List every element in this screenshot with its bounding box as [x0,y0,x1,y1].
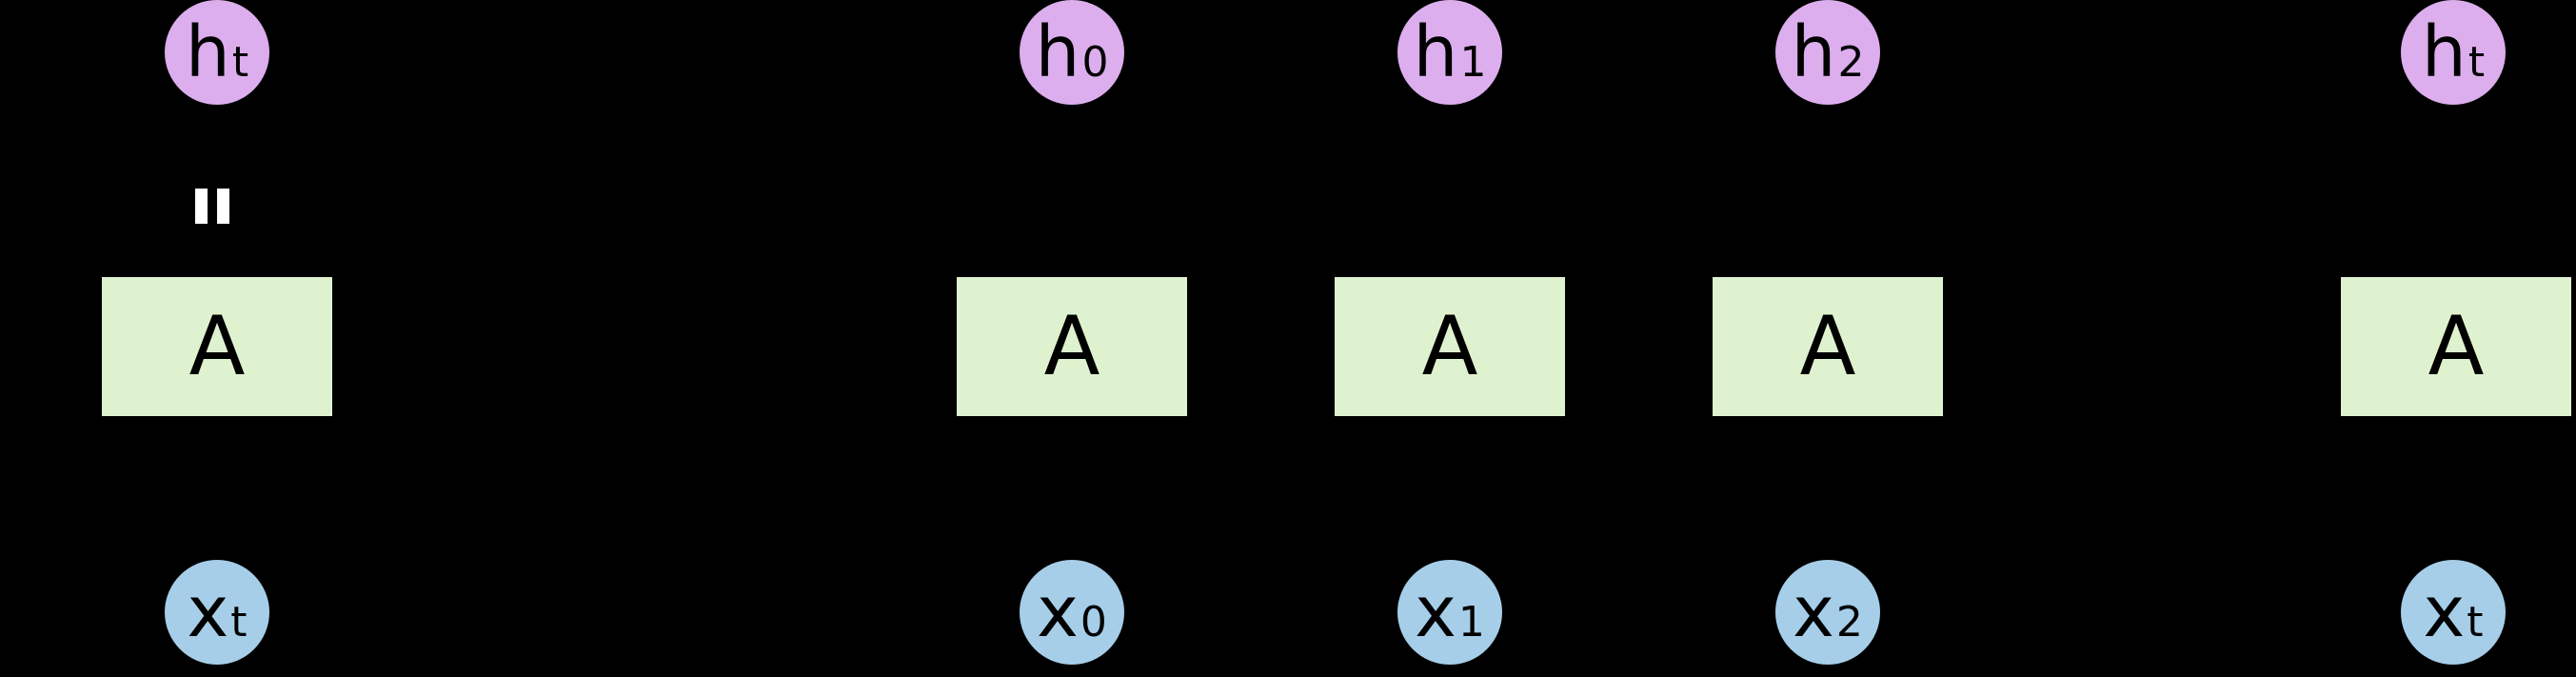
input-subscript-step1: 1 [1457,598,1485,647]
rnn-cell-label-step2: A [1799,299,1856,394]
rnn-cell-step0[interactable]: A [957,277,1187,416]
rnn-cell-label-stepT: A [2427,299,2485,394]
rnn-cell-step2[interactable]: A [1713,277,1943,416]
rnn-cell-step1[interactable]: A [1335,277,1565,416]
rnn-cell-label-folded: A [188,299,246,394]
input-subscript-stepT: t [2467,598,2484,647]
rnn-cell-label-step0: A [1043,299,1100,394]
hidden-state-subscript-stepT: t [2467,38,2486,87]
input-label-folded: x [187,571,229,653]
input-label-step1: x [1415,571,1456,653]
input-subscript-folded: t [230,598,248,647]
equality-marker [195,189,229,224]
rnn-cell-label-step1: A [1421,299,1478,394]
hidden-state-subscript-step1: 1 [1459,38,1487,87]
input-subscript-step0: 0 [1080,598,1107,647]
input-label-step0: x [1037,571,1079,653]
equality-bar-left [195,189,208,224]
hidden-state-label-step0: h [1035,11,1080,93]
input-label-step2: x [1793,571,1834,653]
rnn-cell-folded[interactable]: A [102,277,332,416]
hidden-state-label-step2: h [1791,11,1836,93]
rnn-cell-stepT[interactable]: A [2341,277,2571,416]
hidden-state-subscript-folded: t [231,38,249,87]
hidden-state-label-step1: h [1413,11,1458,93]
hidden-state-subscript-step2: 2 [1837,38,1865,87]
hidden-state-label-stepT: h [2421,11,2467,93]
input-label-stepT: x [2423,571,2466,653]
input-subscript-step2: 2 [1835,598,1863,647]
equality-bar-right [217,189,229,224]
hidden-state-label-folded: h [185,11,230,93]
hidden-state-subscript-step0: 0 [1081,38,1109,87]
